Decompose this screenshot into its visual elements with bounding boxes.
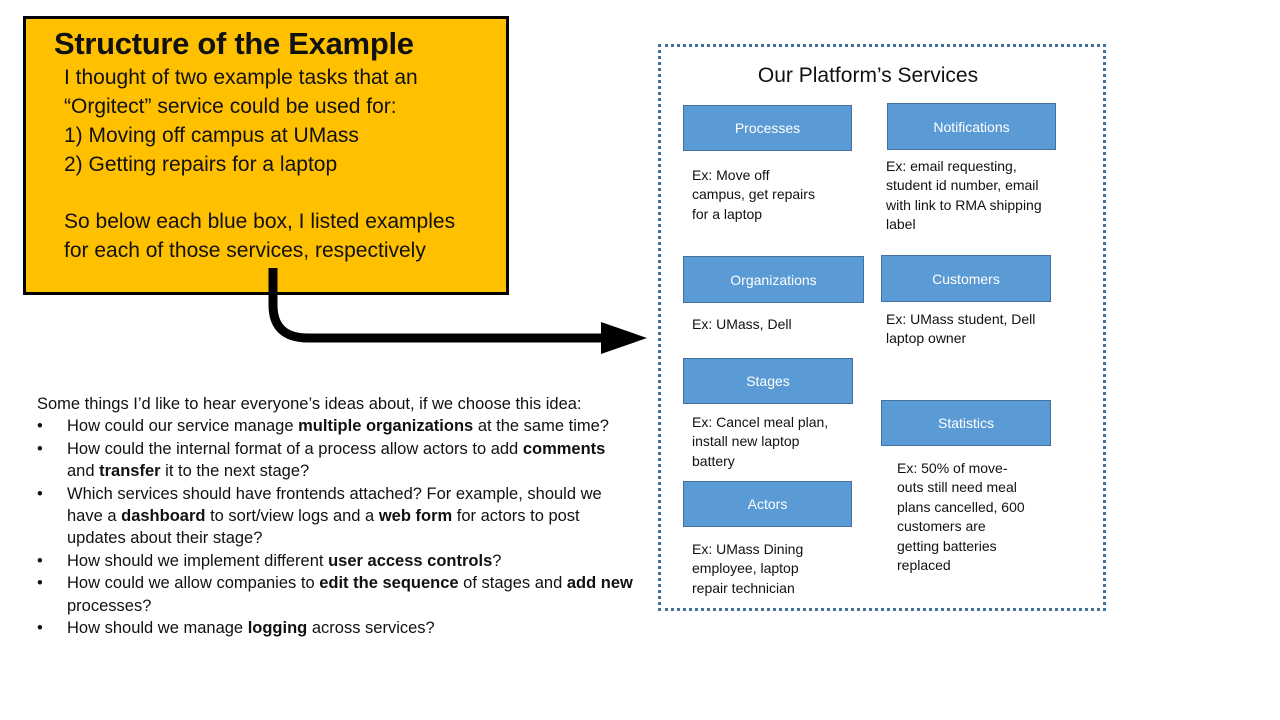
service-label: Actors [747,496,788,512]
desc-line: repair technician [692,579,795,596]
item-text: at the same time? [473,417,609,436]
connector-arrow-icon [268,268,647,354]
desc-line: Ex: UMass student, Dell [886,311,1036,327]
item-emphasis: web form [378,507,453,526]
callout-text-line: 1) Moving off campus at UMass [64,124,359,147]
item-text: ? [492,551,502,570]
desc-line: Ex: UMass Dining [692,541,804,557]
discussion-section: Some things I’d like to hear everyone’s … [37,393,637,639]
item-text: How should we manage [67,619,248,638]
callout-text-line: So below each blue box, I listed example… [64,210,456,233]
desc-line: Ex: Move off [692,167,770,183]
item-text: of stages and [458,574,567,593]
item-emphasis: transfer [99,462,161,481]
callout-title: Structure of the Example [54,26,414,61]
services-title: Our Platform’s Services [757,64,979,87]
item-text: How could the internal format of a proce… [67,439,523,458]
callout-box [23,16,509,295]
list-item: • How should we manage logging across ser… [37,617,637,639]
desc-line: campus, get repairs [692,186,815,203]
item-text: to sort/view logs and a [205,507,379,526]
item-text: How could our service manage [67,417,299,436]
service-box-processes: Processes [683,105,852,151]
bullet-icon: • [37,484,43,503]
service-desc-notifications: Ex: email requesting, student id number,… [886,157,1042,235]
service-label: Stages [746,373,790,389]
item-emphasis: user access controls [328,551,493,570]
desc-line: replaced [897,557,951,574]
service-box-stages: Stages [683,358,853,404]
desc-line: plans cancelled, 600 [897,498,1025,515]
list-item: • How should we implement different user … [37,550,637,572]
bullet-icon: • [37,417,43,436]
list-item: • Which services should have frontends at… [37,483,637,550]
desc-line: label [886,216,916,233]
service-box-statistics: Statistics [881,400,1051,446]
desc-line: outs still need meal [897,479,1017,496]
list-item: • How could the internal format of a proc… [37,438,637,483]
service-desc-processes: Ex: Move off campus, get repairs for a l… [692,166,815,224]
item-emphasis: add new [566,574,633,593]
item-text: across services? [307,619,435,638]
discussion-list: • How could our service manage multiple o… [37,415,637,639]
service-desc-actors: Ex: UMass Dining employee, laptop repair… [692,540,803,598]
bullet-icon: • [37,439,43,458]
item-emphasis: dashboard [121,507,206,526]
bullet-icon: • [37,551,43,570]
desc-line: customers are [897,518,986,535]
item-emphasis: edit the sequence [319,574,459,593]
service-box-organizations: Organizations [683,256,864,303]
item-text: processes? [67,596,152,615]
desc-line: Ex: 50% of move- [897,460,1008,476]
desc-line: install new laptop [692,433,800,450]
item-emphasis: multiple organizations [298,417,474,436]
bullet-icon: • [37,619,43,638]
desc-line: laptop owner [886,330,967,347]
service-desc-customers: Ex: UMass student, Dell laptop owner [886,310,1035,349]
desc-line: Ex: email requesting, [886,158,1017,174]
list-item: • How could our service manage multiple o… [37,415,637,437]
desc-line: Ex: UMass, Dell [692,316,792,332]
item-text: for actors to post updates about their s… [67,507,580,548]
item-text: How should we implement different [67,551,329,570]
service-box-customers: Customers [881,255,1051,302]
service-box-actors: Actors [683,481,852,527]
services-panel [658,44,1106,611]
item-emphasis: comments [522,439,606,458]
service-label: Processes [734,120,801,136]
discussion-intro: Some things I’d like to hear everyone’s … [37,395,582,413]
callout-text-line: I thought of two example tasks that an [64,66,418,89]
list-item: • How could we allow companies to edit th… [37,572,637,617]
item-text: and [67,462,100,481]
item-text: Which services should have frontends att… [67,484,602,526]
service-label: Statistics [937,415,994,431]
service-label: Organizations [730,271,817,288]
desc-line: student id number, email [886,177,1039,194]
callout-text-line: “Orgitect” service could be used for: [64,95,397,118]
callout-text-line: 2) Getting repairs for a laptop [64,153,338,176]
desc-line: battery [692,452,735,469]
desc-line: Ex: Cancel meal plan, [692,414,829,430]
callout-text-line: for each of those services, respectively [64,239,426,262]
desc-line: employee, laptop [692,560,799,577]
item-text: it to the next stage? [160,462,310,481]
service-desc-stages: Ex: Cancel meal plan, install new laptop… [692,413,828,471]
service-desc-organizations: Ex: UMass, Dell [692,315,792,334]
service-desc-statistics: Ex: 50% of move- outs still need meal pl… [897,459,1025,575]
desc-line: getting batteries [897,537,997,554]
service-label: Customers [932,270,1000,287]
service-box-notifications: Notifications [887,103,1056,150]
desc-line: for a laptop [692,205,763,222]
item-text: How could we allow companies to [67,574,320,593]
desc-line: with link to RMA shipping [886,196,1042,213]
bullet-icon: • [37,574,43,593]
item-emphasis: logging [247,619,308,638]
service-label: Notifications [933,118,1010,135]
